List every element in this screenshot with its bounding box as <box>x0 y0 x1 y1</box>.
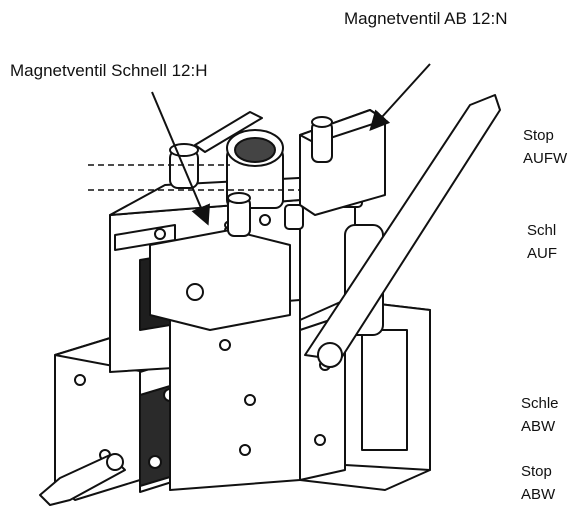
hose-fitting <box>39 453 126 506</box>
right-lever-block <box>299 94 501 491</box>
side-label-4: Stop ABW <box>521 463 556 503</box>
handle-lever-top <box>194 111 263 153</box>
arrow-icon <box>151 91 210 226</box>
solenoid-valve-ab <box>299 109 386 216</box>
callout-magnetventil-schnell: Magnetventil Schnell 12:H <box>10 61 208 80</box>
side-label-2: Schl AUF <box>527 222 557 262</box>
arrow-icon <box>369 63 431 131</box>
side-label-1: Stop AUFW <box>523 127 568 167</box>
callout-magnetventil-ab: Magnetventil AB 12:N <box>344 9 508 28</box>
side-label-3: Schle ABW <box>521 395 559 435</box>
solenoid-valve-schnell <box>149 192 291 331</box>
